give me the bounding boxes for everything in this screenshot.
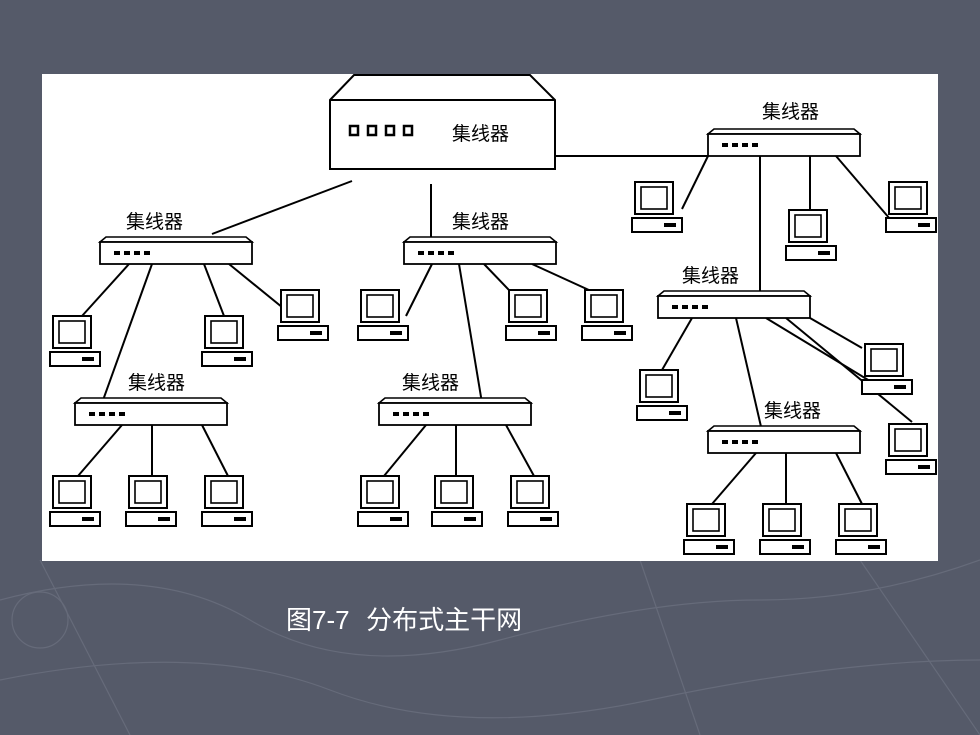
hub-port xyxy=(742,440,748,444)
network-link xyxy=(835,155,891,220)
network-link xyxy=(735,317,763,432)
hub-port xyxy=(682,305,688,309)
hub-label: 集线器 xyxy=(402,372,459,394)
hub-port xyxy=(403,412,409,416)
network-link xyxy=(681,155,709,210)
hub-port xyxy=(418,251,424,255)
computer-icon xyxy=(631,181,683,233)
hub-port xyxy=(413,412,419,416)
hub-group: 集线器集线器集线器集线器集线器集线器集线器 xyxy=(72,101,863,454)
network-link xyxy=(458,263,483,404)
computer-icon xyxy=(505,289,557,341)
hub-center-upper: 集线器 xyxy=(401,211,559,265)
network-link xyxy=(405,263,433,317)
hub-center-lower: 集线器 xyxy=(376,372,534,426)
hub-port xyxy=(702,305,708,309)
computer-icon xyxy=(861,343,913,395)
hub-label: 集线器 xyxy=(762,101,819,123)
hub-port xyxy=(393,412,399,416)
hub-port xyxy=(438,251,444,255)
hub-port xyxy=(722,143,728,147)
hub-port xyxy=(692,305,698,309)
hub-left-lower: 集线器 xyxy=(72,372,230,426)
network-link xyxy=(383,424,427,477)
hub-port xyxy=(144,251,150,255)
hub-port xyxy=(722,440,728,444)
hub-port xyxy=(448,251,454,255)
hub-port xyxy=(752,143,758,147)
caption-title: 分布式主干网 xyxy=(366,606,523,636)
computer-icon xyxy=(49,315,101,367)
hub-port xyxy=(742,143,748,147)
computer-icon xyxy=(581,289,633,341)
computer-icon xyxy=(277,289,329,341)
computer-icon xyxy=(431,475,483,527)
computer-icon xyxy=(885,181,937,233)
hub-port xyxy=(134,251,140,255)
backbone-hub: 集线器 xyxy=(329,74,556,170)
computer-icon xyxy=(507,475,559,527)
hub-port xyxy=(119,412,125,416)
computer-icon xyxy=(125,475,177,527)
hub-port xyxy=(672,305,678,309)
computer-icon xyxy=(785,209,837,261)
network-link xyxy=(809,317,863,349)
network-diagram: 集线器 集线器集线器集线器集线器集线器集线器集线器 xyxy=(49,74,937,555)
computer-icon xyxy=(636,369,688,421)
network-link xyxy=(785,317,913,423)
computer-icon xyxy=(357,289,409,341)
computer-icon xyxy=(201,315,253,367)
diagram-panel: 集线器 集线器集线器集线器集线器集线器集线器集线器 xyxy=(42,74,938,561)
computer-icon xyxy=(835,503,887,555)
hub-left-upper: 集线器 xyxy=(97,211,255,265)
computer-icon xyxy=(885,423,937,475)
network-link xyxy=(203,263,225,317)
hub-label: 集线器 xyxy=(452,211,509,233)
hub-port xyxy=(732,440,738,444)
hub-top-right: 集线器 xyxy=(705,101,863,157)
network-link xyxy=(711,452,757,505)
hub-port xyxy=(732,143,738,147)
caption-figure-number: 7-7 xyxy=(312,605,350,635)
network-link xyxy=(505,424,535,477)
network-link xyxy=(228,263,289,313)
caption-prefix: 图 xyxy=(286,606,313,636)
backbone-port-squares xyxy=(348,124,414,137)
computer-icon xyxy=(49,475,101,527)
figure-caption: 图7-7 分布式主干网 xyxy=(286,600,522,637)
hub-port xyxy=(114,251,120,255)
computer-icon xyxy=(357,475,409,527)
network-link xyxy=(661,317,693,371)
hub-port xyxy=(99,412,105,416)
connection-lines xyxy=(77,155,913,505)
computer-icon xyxy=(759,503,811,555)
hub-port xyxy=(423,412,429,416)
computer-icon xyxy=(201,475,253,527)
hub-port xyxy=(89,412,95,416)
hub-label: 集线器 xyxy=(128,372,185,394)
network-link xyxy=(77,424,123,477)
computer-group xyxy=(49,181,937,555)
hub-port xyxy=(124,251,130,255)
hub-label: 集线器 xyxy=(764,400,821,422)
hub-port xyxy=(109,412,115,416)
computer-icon xyxy=(683,503,735,555)
network-link xyxy=(201,424,229,477)
hub-label: 集线器 xyxy=(126,211,183,233)
network-link xyxy=(211,180,353,235)
network-link xyxy=(835,452,863,505)
hub-right-lower: 集线器 xyxy=(705,400,863,454)
hub-port xyxy=(428,251,434,255)
hub-label: 集线器 xyxy=(682,265,739,287)
backbone-hub-label: 集线器 xyxy=(452,123,509,145)
hub-right-middle: 集线器 xyxy=(655,265,813,319)
network-link xyxy=(101,263,153,404)
network-link xyxy=(81,263,130,317)
hub-port xyxy=(752,440,758,444)
